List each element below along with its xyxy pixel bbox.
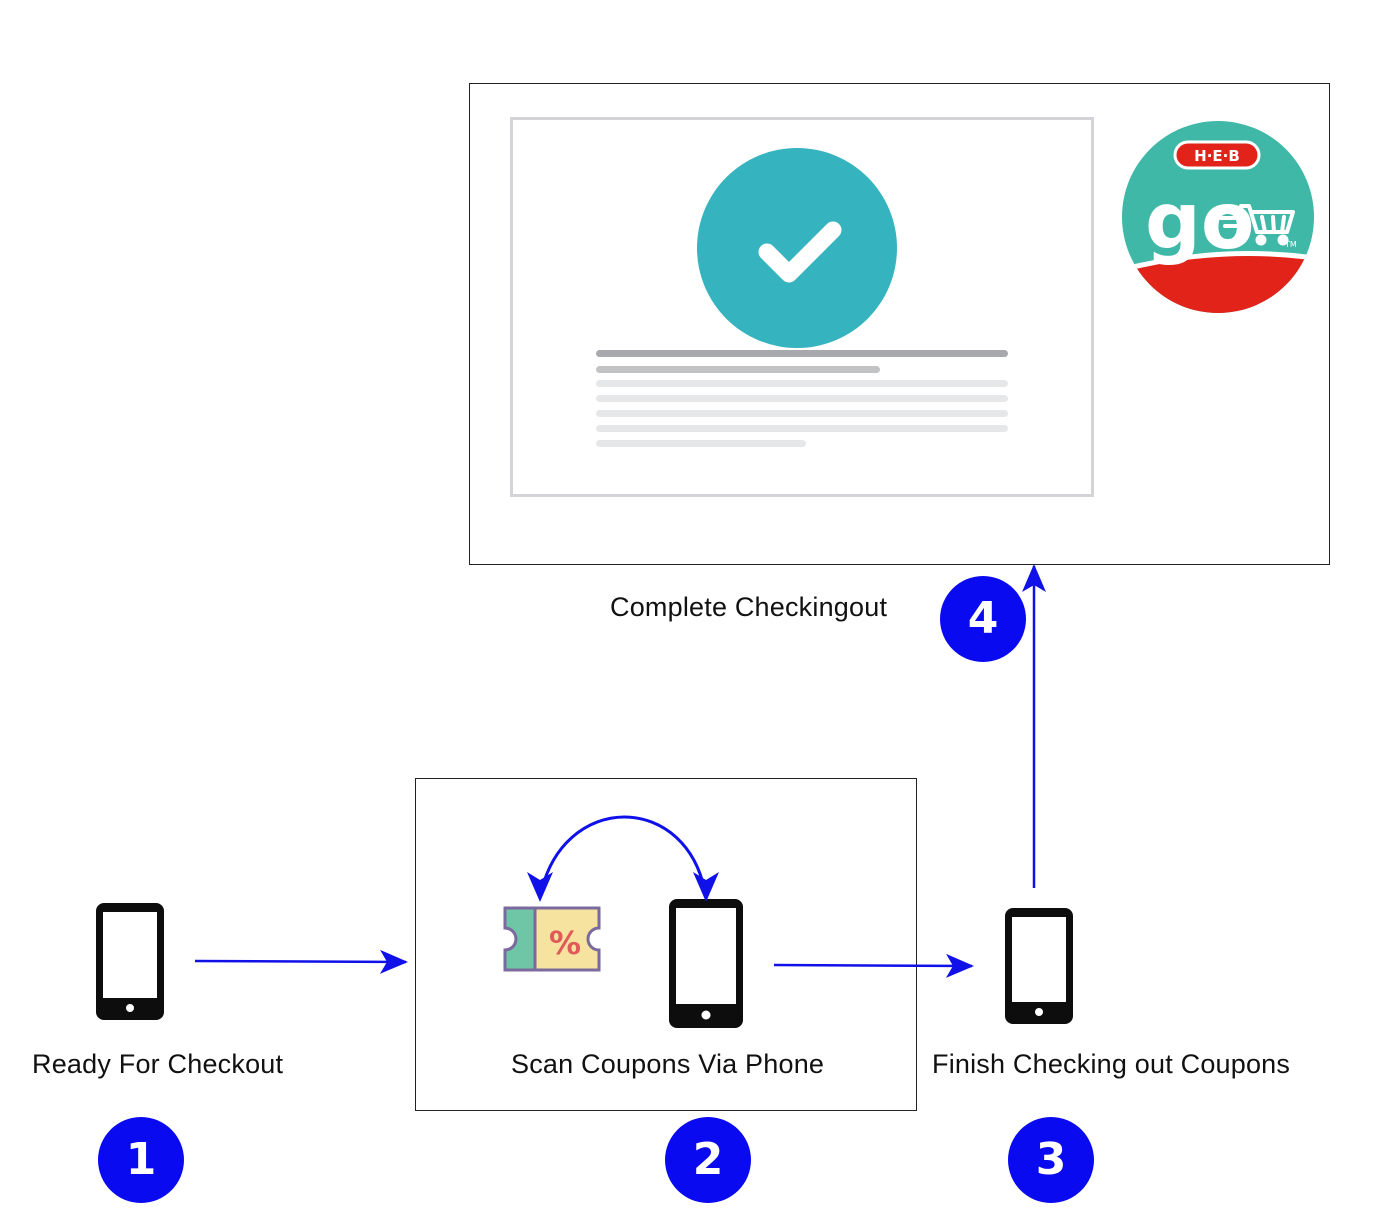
go-wordmark: go bbox=[1145, 177, 1254, 267]
heb-brand-text: H·E·B bbox=[1194, 147, 1240, 165]
step3-badge: 3 bbox=[1008, 1117, 1094, 1203]
step1-badge: 1 bbox=[98, 1117, 184, 1203]
coupon-icon: % bbox=[501, 904, 603, 974]
screen-text-line bbox=[596, 440, 806, 447]
trademark-text: TM bbox=[1284, 240, 1297, 249]
success-check-circle bbox=[697, 148, 897, 348]
phone-icon bbox=[1003, 906, 1075, 1026]
percent-symbol: % bbox=[549, 924, 581, 962]
phone-icon bbox=[667, 897, 745, 1030]
screen-text-line bbox=[596, 425, 1008, 432]
screen-text-line bbox=[596, 410, 1008, 417]
cart-icon bbox=[1219, 204, 1295, 246]
step2-label: Scan Coupons Via Phone bbox=[511, 1049, 825, 1079]
arrow-step1-to-step2 bbox=[194, 949, 408, 974]
screen-text-line bbox=[596, 395, 1008, 402]
screen-text-line bbox=[596, 350, 1008, 357]
screen-text-line bbox=[596, 366, 880, 373]
screen-text-line bbox=[596, 380, 1008, 387]
checkmark-icon bbox=[758, 221, 842, 283]
scan-coupons-frame bbox=[415, 778, 917, 1111]
step2-badge: 2 bbox=[665, 1117, 751, 1203]
step4-badge: 4 bbox=[940, 576, 1026, 662]
heb-go-logo: H·E·B go TM bbox=[1121, 120, 1315, 314]
step1-label: Ready For Checkout bbox=[32, 1049, 284, 1079]
phone-icon bbox=[94, 901, 166, 1022]
step4-label: Complete Checkingout bbox=[610, 592, 888, 622]
step3-label: Finish Checking out Coupons bbox=[932, 1049, 1291, 1079]
